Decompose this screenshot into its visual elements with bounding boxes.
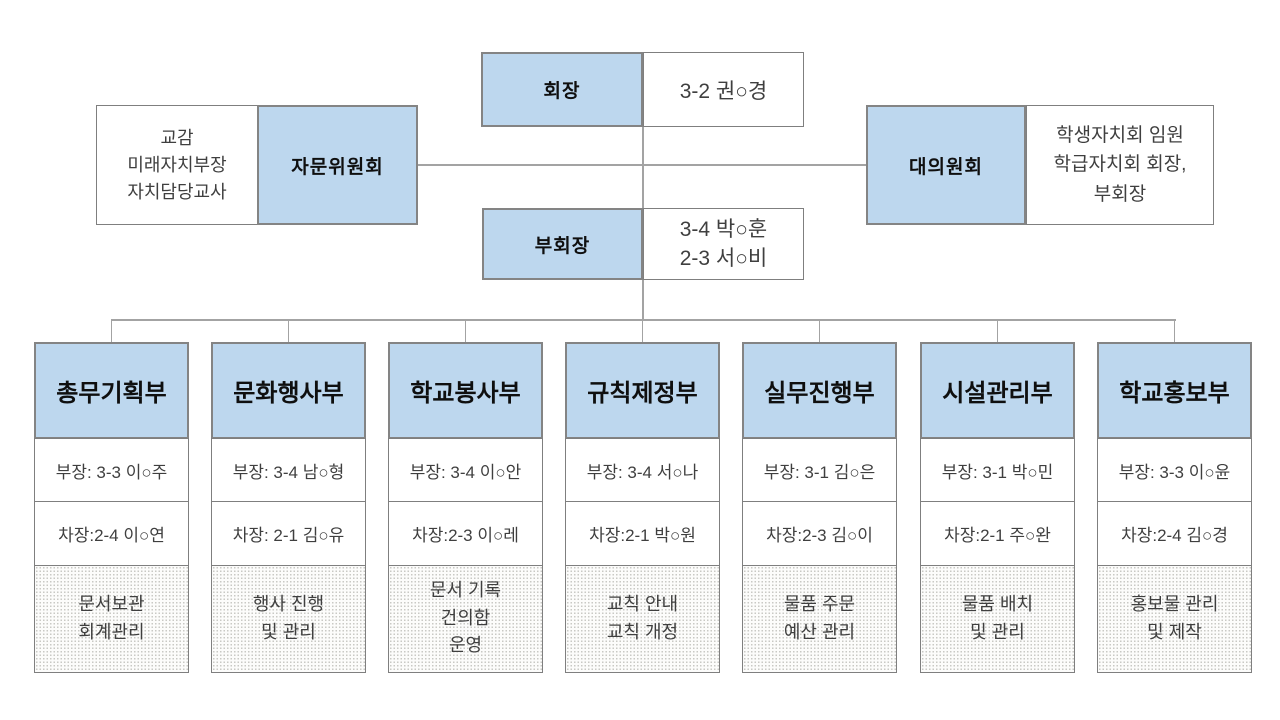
connector-drop-line (1173, 319, 1176, 343)
vice-president-names-box: 3-4 박○훈 2-3 서○비 (643, 208, 804, 280)
vice-president-label: 부회장 (534, 235, 591, 257)
president-label: 회장 (543, 81, 581, 102)
connector-drop-line (287, 319, 290, 343)
department-deputy: 차장:2-1 박○원 (565, 501, 720, 566)
duty-line: 홍보물 관리 (1130, 593, 1219, 614)
duty-line: 물품 배치 (961, 593, 1034, 614)
connector-distribution-line (111, 319, 1176, 321)
duty-line: 문서 기록 (429, 579, 502, 600)
text-line: 부회장 (1093, 183, 1147, 205)
president-name-box: 3-2 권○경 (643, 52, 804, 127)
duty-line: 예산 관리 (783, 621, 856, 642)
duty-line: 문서보관 (78, 593, 145, 614)
text-line: 교감 (160, 127, 194, 148)
connector-advisory-delegates-line (418, 164, 867, 166)
text-line: 학급자치회 회장, (1053, 154, 1187, 176)
department-deputy: 차장:2-3 이○레 (388, 501, 543, 566)
delegates-label: 대의원회 (909, 156, 983, 178)
vice-president-box: 부회장 (482, 208, 643, 280)
connector-drop-line (818, 319, 821, 343)
department-head: 부장: 3-1 김○은 (742, 437, 897, 503)
duty-line: 교칙 개정 (606, 621, 679, 642)
department-deputy: 차장:2-3 김○이 (742, 501, 897, 566)
department-deputy: 차장:2-1 주○완 (920, 501, 1075, 566)
duty-line: 및 관리 (970, 621, 1025, 642)
department-head: 부장: 3-4 이○안 (388, 437, 543, 503)
president-box: 회장 (481, 52, 643, 127)
department-title: 시설관리부 (920, 342, 1075, 439)
department-title: 학교봉사부 (388, 342, 543, 439)
department-head: 부장: 3-3 이○주 (34, 437, 189, 503)
text-line: 2-3 서○비 (679, 247, 768, 270)
duty-line: 행사 진행 (252, 593, 325, 614)
department-title: 문화행사부 (211, 342, 366, 439)
text-line: 3-4 박○훈 (679, 217, 768, 241)
advisory-label: 자문위원회 (291, 156, 384, 178)
connector-drop-line (464, 319, 467, 343)
duty-line: 물품 주문 (783, 593, 856, 614)
duty-line: 및 관리 (261, 621, 316, 642)
delegates-council-box: 대의원회 (866, 105, 1026, 225)
department-title: 실무진행부 (742, 342, 897, 439)
department-title: 총무기획부 (34, 342, 189, 439)
department-deputy: 차장: 2-1 김○유 (211, 501, 366, 566)
text-line: 자치담당교사 (127, 181, 227, 202)
duty-line: 및 제작 (1147, 621, 1202, 642)
department-deputy: 차장:2-4 이○연 (34, 501, 189, 566)
department-head: 부장: 3-4 서○나 (565, 437, 720, 503)
department-head: 부장: 3-3 이○윤 (1097, 437, 1252, 503)
department-deputy: 차장:2-4 김○경 (1097, 501, 1252, 566)
connector-drop-line (641, 319, 644, 343)
connector-drop-line (996, 319, 999, 343)
department-head: 부장: 3-4 남○형 (211, 437, 366, 503)
duty-line: 건의함 (440, 607, 491, 628)
department-head: 부장: 3-1 박○민 (920, 437, 1075, 503)
text-line: 미래자치부장 (127, 154, 227, 175)
department-title: 학교홍보부 (1097, 342, 1252, 439)
duty-line: 운영 (448, 635, 483, 656)
duty-line: 회계관리 (78, 621, 145, 642)
president-name: 3-2 권○경 (679, 79, 768, 103)
advisory-committee-box: 자문위원회 (257, 105, 418, 225)
duty-line: 교칙 안내 (606, 593, 679, 614)
department-title: 규칙제정부 (565, 342, 720, 439)
connector-drop-line (110, 319, 113, 343)
text-line: 학생자치회 임원 (1056, 124, 1184, 146)
